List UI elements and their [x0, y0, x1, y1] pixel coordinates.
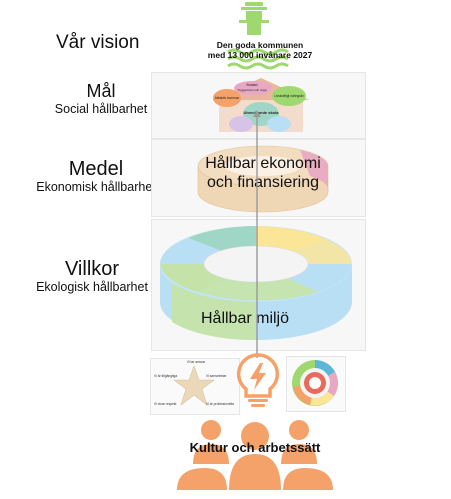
- goal-bubble-text-2: Livskraftigt näringsliv: [274, 94, 304, 98]
- means-label: Medel: [68, 158, 124, 180]
- vision-label: Vår vision: [56, 32, 140, 53]
- economy-text: Hållbar ekonomi och finansiering: [178, 154, 348, 192]
- vision-text: Den goda kommunen med 13 000 invånare 20…: [202, 40, 318, 60]
- star-label-3: Vi visar respekt: [154, 402, 177, 406]
- goal-bubble-0: [234, 81, 272, 95]
- goal-house-illustration: Bostad Trygga barn och unga Livskraftigt…: [213, 78, 309, 132]
- goal-sublabel: Social hållbarhet: [54, 102, 148, 116]
- conditions-label-group: Villkor Ekologisk hållbarhet: [22, 258, 162, 295]
- economy-ring: [197, 145, 329, 213]
- goal-bubble-4: [213, 89, 241, 107]
- goal-bubble-2: [272, 86, 306, 106]
- values-star-icon: [173, 365, 215, 406]
- central-axis-arrow: [253, 110, 261, 358]
- goal-label: Mål: [86, 81, 116, 101]
- star-label-2: Vi är tillgängliga: [154, 374, 178, 378]
- means-sublabel: Ekonomisk hållbarhet: [36, 180, 156, 194]
- people-group-icon: [177, 420, 333, 490]
- goal-bubble-text-3: Utvecklande skola: [244, 110, 280, 115]
- star-label-0: Vi tar ansvar: [186, 360, 206, 364]
- strategy-wheel-icon: [292, 360, 338, 406]
- environment-ring: [160, 226, 352, 341]
- goal-bubble-text-0: Bostad: [247, 83, 258, 87]
- lighthouse-illustration: [227, 2, 289, 70]
- lightbulb-icon: [236, 353, 280, 407]
- vision-line2: med 13 000 invånare 2027: [207, 50, 313, 60]
- star-label-1: Vi samarbetar: [206, 374, 227, 378]
- culture-label: Kultur och arbetssätt: [189, 440, 321, 455]
- environment-text: Hållbar miljö: [200, 310, 290, 327]
- vision-line1: Den goda kommunen: [216, 40, 304, 50]
- goal-label-group: Mål Social hållbarhet: [47, 80, 155, 117]
- conditions-label: Villkor: [64, 258, 120, 280]
- means-label-group: Medel Ekonomisk hållbarhet: [26, 158, 166, 195]
- goal-bubble-text-1: Trygga barn och unga: [237, 88, 267, 92]
- economy-line1: Hållbar ekonomi: [205, 155, 321, 172]
- economy-line2: och finansiering: [206, 174, 320, 191]
- goal-bubble-text-4: Attraktiv kommun: [215, 96, 240, 100]
- star-label-4: Vi är professionella: [206, 402, 234, 406]
- conditions-sublabel: Ekologisk hållbarhet: [36, 280, 148, 294]
